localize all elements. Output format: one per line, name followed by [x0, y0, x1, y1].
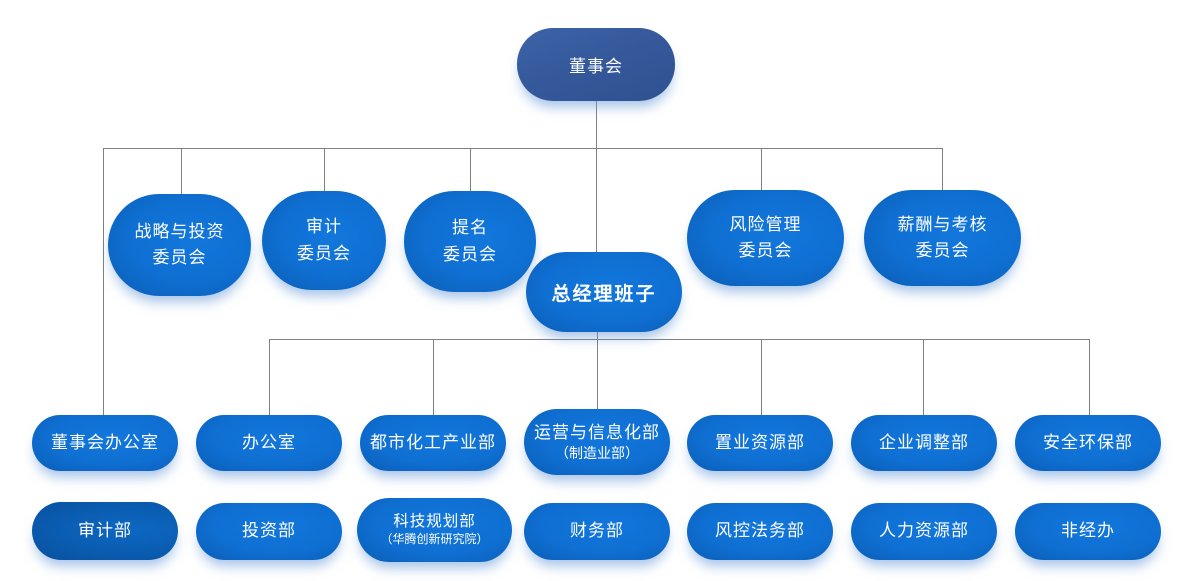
node-urban-chemical-dept: 都市化工产业部 [360, 415, 506, 471]
node-safety-environment-dept: 安全环保部 [1015, 415, 1161, 471]
node-risk-legal-dept: 风控法务部 [687, 503, 833, 560]
connector-dept5-drop [761, 339, 762, 416]
node-strategy-investment-committee: 战略与投资 委员会 [108, 194, 251, 296]
node-nomination-committee: 提名 委员会 [404, 191, 536, 292]
node-operations-informatization-dept: 运营与信息化部 （制造业部） [524, 409, 670, 475]
connector-strategy-drop [181, 148, 182, 197]
connector-dept3-drop [433, 339, 434, 416]
node-compensation-assessment-committee: 薪酬与考核 委员会 [864, 190, 1021, 286]
node-sublabel: （华腾创新研究院） [380, 532, 489, 547]
connector-nomination-drop [470, 148, 471, 194]
node-board-office: 董事会办公室 [32, 415, 178, 471]
connector-board-down [596, 100, 597, 148]
node-enterprise-adjustment-dept: 企业调整部 [851, 415, 997, 471]
connector-dept7-drop [1089, 339, 1090, 416]
node-general-office: 办公室 [196, 415, 342, 471]
node-audit-dept: 审计部 [32, 502, 178, 560]
node-investment-dept: 投资部 [196, 503, 342, 560]
connector-risk-drop [761, 148, 762, 192]
node-hr-dept: 人力资源部 [851, 503, 997, 560]
connector-gm-drop [596, 148, 597, 256]
connector-dept6-drop [923, 339, 924, 416]
node-finance-dept: 财务部 [524, 503, 670, 560]
node-gm-team: 总经理班子 [526, 252, 682, 332]
connector-depts-rail [269, 339, 1090, 340]
node-label: 运营与信息化部 [534, 422, 660, 442]
node-property-resources-dept: 置业资源部 [687, 415, 833, 471]
node-label: 科技规划部 [393, 513, 476, 531]
node-sublabel: （制造业部） [555, 444, 639, 461]
node-tech-planning-dept: 科技规划部 （华腾创新研究院） [357, 498, 512, 562]
connector-compensation-drop [942, 148, 943, 192]
node-risk-management-committee: 风险管理 委员会 [687, 190, 844, 286]
connector-audit-drop [324, 148, 325, 194]
connector-gm-down [597, 328, 598, 340]
node-board-of-directors: 董事会 [517, 28, 675, 101]
connector-dept4-drop [597, 339, 598, 411]
node-audit-committee: 审计 委员会 [262, 191, 386, 290]
connector-board-office-drop [103, 148, 104, 416]
connector-committees-rail [103, 148, 943, 149]
node-fei-jing-ban: 非经办 [1015, 503, 1161, 560]
connector-dept2-drop [269, 339, 270, 416]
